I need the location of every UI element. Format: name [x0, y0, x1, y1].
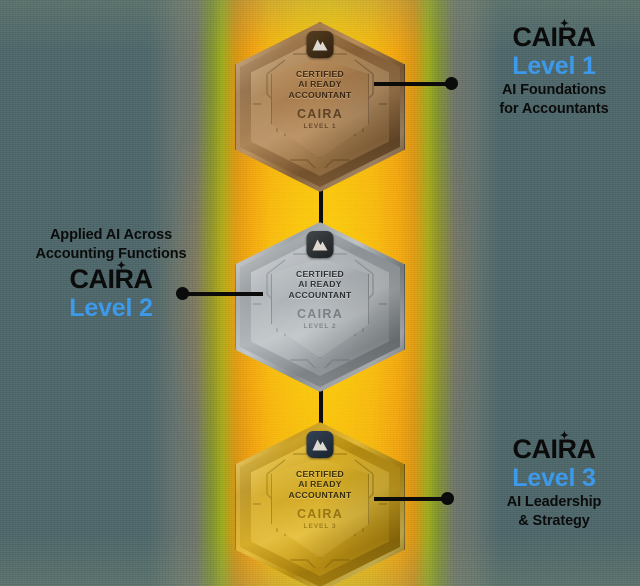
callout-wordmark-text: CAIRA	[69, 264, 154, 294]
badge-level-3[interactable]: CERTIFIED AI READY ACCOUNTANT CAIRA LEVE…	[235, 422, 405, 586]
badge-line-3: ACCOUNTANT	[288, 289, 352, 300]
callout-level-text-3: Level 3	[512, 464, 596, 492]
badge-wordmark: CAIRA	[296, 307, 344, 322]
connector-dot-level-2	[176, 287, 189, 300]
badge-content: CERTIFIED AI READY ACCOUNTANT CAIRA LEVE…	[269, 54, 371, 160]
callout-desc-line2-level-3: & Strategy	[518, 513, 590, 529]
connector-line-level-3	[374, 497, 450, 501]
badge-level-label: LEVEL 1	[303, 123, 337, 131]
sparkle-star-icon: ✦	[559, 430, 569, 442]
sparkle-star-icon: ✦	[559, 18, 569, 30]
badge-line-1: CERTIFIED	[295, 69, 345, 79]
caira-mountain-logo-icon	[306, 231, 334, 258]
callout-desc-line1-level-1: AI Foundations	[501, 82, 607, 98]
badge-line-3: ACCOUNTANT	[288, 489, 352, 500]
badge-line-2: AI READY	[298, 79, 342, 90]
callout-level-text-2: Level 2	[69, 294, 153, 322]
badge-level-label: LEVEL 2	[303, 323, 337, 331]
badge-level-2[interactable]: CERTIFIED AI READY ACCOUNTANT CAIRA LEVE…	[235, 222, 405, 392]
connector-line-level-1	[374, 82, 454, 86]
callout-level-1: CAIRA ✦ Level 1 AI Foundations for Accou…	[470, 18, 638, 119]
badge-line-3: ACCOUNTANT	[288, 89, 352, 100]
callout-wordmark-level-1: CAIRA ✦	[512, 18, 597, 53]
badge-level-label: LEVEL 3	[303, 523, 337, 531]
caira-mountain-logo-icon	[306, 431, 334, 458]
caira-mountain-logo-icon	[306, 31, 334, 58]
spine-segment-2-3	[319, 368, 323, 426]
connector-line-level-2	[183, 292, 263, 296]
callout-wordmark-level-3: CAIRA ✦	[512, 430, 597, 465]
sparkle-star-icon: ✦	[116, 260, 126, 272]
badge-line-2: AI READY	[298, 279, 342, 290]
badge-level-1[interactable]: CERTIFIED AI READY ACCOUNTANT CAIRA LEVE…	[235, 22, 405, 192]
badge-line-1: CERTIFIED	[295, 469, 345, 479]
callout-wordmark-level-2: CAIRA ✦	[69, 260, 154, 295]
badge-content: CERTIFIED AI READY ACCOUNTANT CAIRA LEVE…	[269, 254, 371, 360]
connector-dot-level-3	[441, 492, 454, 505]
callout-desc-line2-level-1: for Accountants	[499, 101, 609, 117]
spine-segment-1-2	[319, 168, 323, 226]
callout-level-2: Applied AI Across Accounting Functions C…	[4, 226, 218, 323]
callout-desc-line1-level-2: Applied AI Across	[49, 227, 173, 243]
callout-wordmark-text: CAIRA	[512, 22, 597, 52]
callout-desc-line1-level-3: AI Leadership	[506, 494, 602, 510]
badge-wordmark: CAIRA	[296, 107, 344, 122]
badge-content: CERTIFIED AI READY ACCOUNTANT CAIRA LEVE…	[269, 454, 371, 560]
callout-level-3: CAIRA ✦ Level 3 AI Leadership & Strategy	[470, 430, 638, 531]
connector-dot-level-1	[445, 77, 458, 90]
badge-line-2: AI READY	[298, 479, 342, 490]
badge-line-1: CERTIFIED	[295, 269, 345, 279]
callout-level-text-1: Level 1	[512, 52, 596, 80]
badge-wordmark: CAIRA	[296, 507, 344, 522]
callout-desc-line2-level-2: Accounting Functions	[35, 246, 187, 262]
callout-wordmark-text: CAIRA	[512, 434, 597, 464]
